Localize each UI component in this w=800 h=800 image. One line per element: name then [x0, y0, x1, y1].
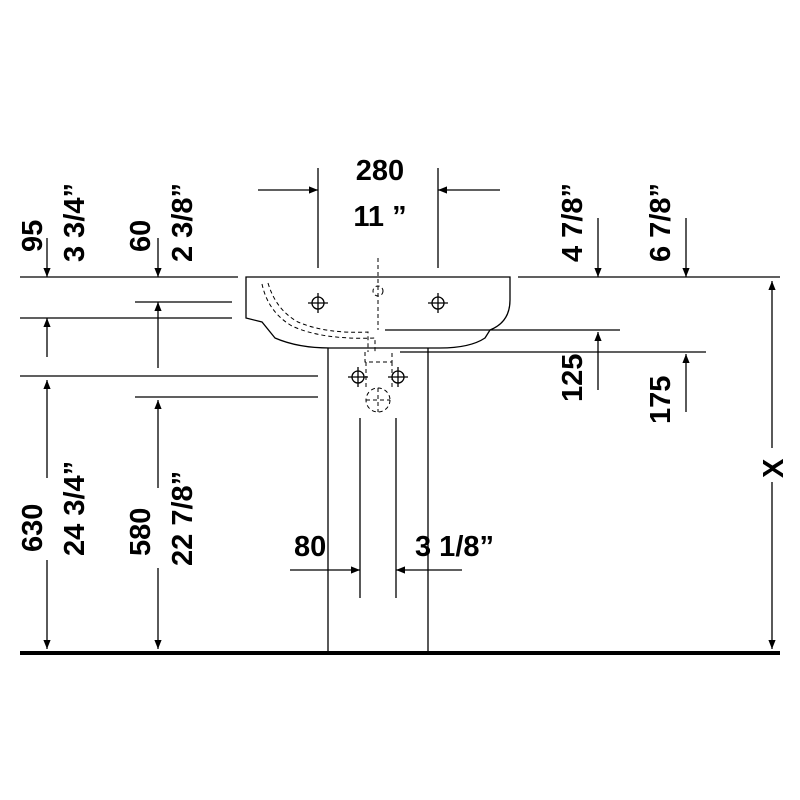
- tap-hole-center: [372, 285, 384, 297]
- drain-width-in-label: 3 1/8”: [415, 531, 494, 563]
- tap-hole-right: [428, 293, 448, 313]
- width-in-label: 11 ”: [353, 201, 406, 233]
- tap-hole-left: [308, 293, 328, 313]
- offset-60-in-label: 2 3/8”: [167, 183, 199, 262]
- basin-outline: [245, 276, 511, 349]
- offset-6-7-8-label: 6 7/8”: [645, 183, 677, 262]
- drain-width-mm-label: 80: [294, 531, 326, 563]
- valve-right: [388, 367, 408, 387]
- offset-60-mm-label: 60: [125, 220, 157, 252]
- offset-4-7-8-label: 4 7/8”: [557, 183, 589, 262]
- height-580-in-label: 22 7/8”: [167, 471, 199, 566]
- offset-95-in-label: 3 3/4”: [59, 183, 91, 262]
- width-mm-label: 280: [356, 155, 404, 187]
- basin-bowl-hidden-line-inner: [267, 282, 369, 352]
- total-height-label-bg: [756, 448, 788, 482]
- total-height-label: X: [758, 458, 790, 478]
- siphon-fitting: [364, 352, 393, 413]
- valve-left: [348, 367, 368, 387]
- drop-175-label: 175: [645, 376, 677, 424]
- height-630-in-label: 24 3/4”: [59, 461, 91, 556]
- height-580-mm-label: 580: [125, 508, 157, 556]
- drop-125-label: 125: [557, 354, 589, 402]
- offset-95-mm-label: 95: [17, 220, 49, 252]
- basin-bowl-hidden-line: [261, 283, 376, 352]
- height-630-mm-label: 630: [17, 504, 49, 552]
